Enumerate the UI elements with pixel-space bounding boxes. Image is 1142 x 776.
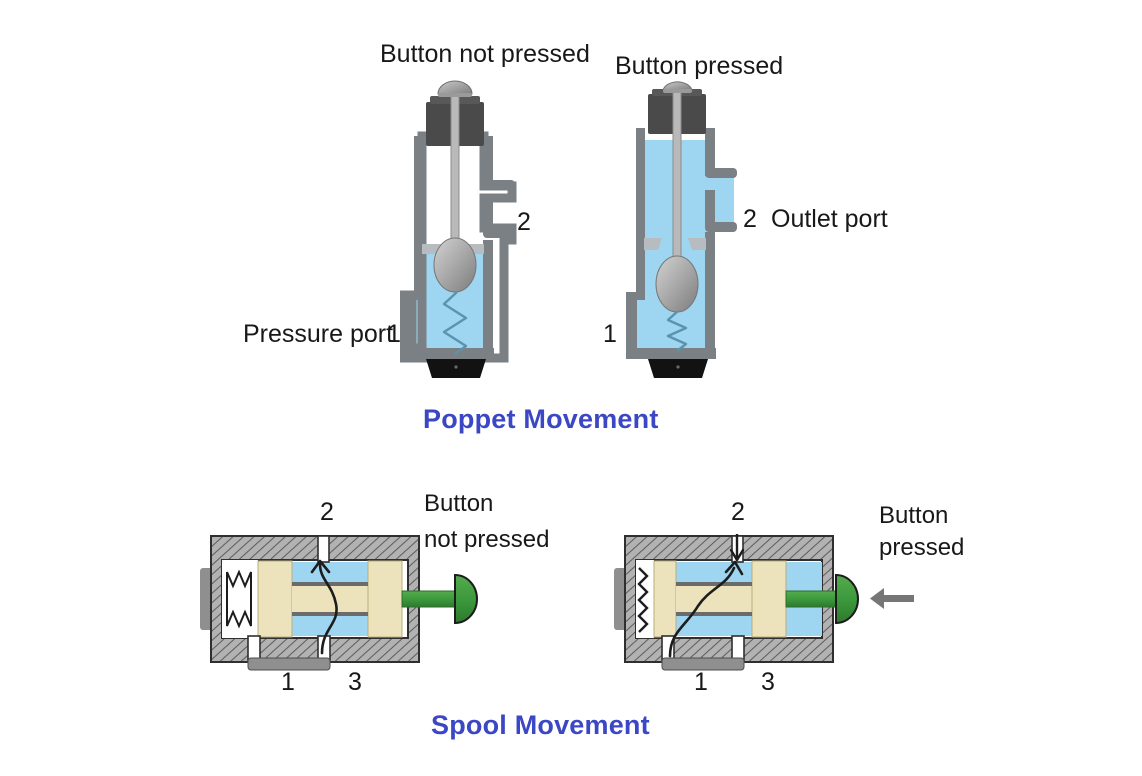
spool-right-fluid-lower — [676, 614, 752, 636]
spool-right-force-arrow-head — [870, 588, 884, 609]
poppet-left-wall-right-upper — [483, 136, 493, 188]
poppet-section-caption: Poppet Movement — [423, 404, 659, 434]
spool-right-port-manifold — [661, 657, 745, 671]
spool-right-port-top-label: 2 — [731, 498, 745, 526]
spool-left-port-bottom-right-label: 3 — [348, 668, 362, 696]
poppet-left-poppet-ball — [433, 237, 477, 293]
spool-left-land-2 — [367, 560, 403, 638]
poppet-right-seat-right — [688, 238, 706, 250]
poppet-right-seat-left — [644, 238, 662, 250]
spool-right-state-label-line1: Button — [879, 502, 949, 529]
spool-right-actuator-rod[interactable] — [785, 590, 839, 608]
spool-right-port-bottom-right-label: 3 — [761, 668, 775, 696]
poppet-right-wall-left — [636, 128, 645, 300]
poppet-right-stem — [672, 85, 682, 273]
spool-section-caption: Spool Movement — [431, 710, 650, 740]
spool-right-land-2 — [751, 560, 787, 638]
spool-right-flow-path-arrow — [668, 566, 736, 658]
spool-right-end-cap — [614, 568, 627, 630]
poppet-left-outlet-port-number: 2 — [517, 208, 531, 236]
poppet-left-outlet-stub-lower — [483, 228, 515, 238]
poppet-left-wall-step — [404, 292, 415, 358]
spool-left-land-1 — [257, 560, 293, 638]
spool-left-port-top-label: 2 — [320, 498, 334, 526]
poppet-right-wall-right-lower — [705, 232, 715, 352]
spool-left-flow-path-arrow — [318, 562, 338, 655]
poppet-left-stem — [450, 89, 460, 251]
poppet-left-push-button[interactable] — [437, 80, 473, 95]
poppet-right-base-dot — [676, 365, 680, 369]
spool-right-rod-lower — [676, 612, 752, 616]
spool-valve-left — [200, 528, 500, 678]
spool-right-port-bottom-left-label: 1 — [694, 668, 708, 696]
poppet-left-push-button-base[interactable] — [438, 93, 472, 97]
spool-left-port-manifold — [247, 657, 331, 671]
poppet-left-pressure-port-number: 1 — [387, 320, 401, 348]
poppet-left-base-dot — [454, 365, 458, 369]
poppet-right-wall-bottom — [626, 348, 716, 359]
spool-left-state-label-line2: not pressed — [424, 526, 550, 553]
spool-left-fluid-upper — [292, 562, 368, 584]
spool-left-port-bottom-left-label: 1 — [281, 668, 295, 696]
spool-left-push-button[interactable] — [454, 573, 478, 625]
poppet-left-state-label: Button not pressed — [380, 40, 590, 68]
poppet-right-outlet-port-label: Outlet port — [771, 205, 888, 233]
poppet-left-wall-right-mid — [483, 198, 493, 230]
spool-left-end-cap — [200, 568, 213, 630]
poppet-right-poppet-ball — [655, 255, 699, 313]
spool-right-flow-arrow-head — [724, 560, 744, 576]
poppet-left-outlet-stub-upper — [483, 180, 515, 190]
spool-left-rod-upper — [292, 582, 368, 586]
spool-left-rod-lower — [292, 612, 368, 616]
poppet-right-pressure-port-number: 1 — [603, 320, 617, 348]
spool-left-state-label-line1: Button — [424, 490, 494, 517]
poppet-right-push-button[interactable] — [662, 81, 693, 91]
poppet-right-wall-step — [626, 292, 637, 358]
poppet-right-spring — [666, 310, 688, 352]
spool-right-force-arrow-shaft — [884, 595, 914, 602]
poppet-left-wall-bottom — [404, 348, 494, 359]
spool-right-push-button[interactable] — [835, 573, 859, 625]
poppet-right-wall-right-mid — [705, 190, 715, 226]
poppet-right-outlet-port-number: 2 — [743, 205, 757, 233]
poppet-left-pressure-port-label: Pressure port — [243, 320, 394, 348]
poppet-right-state-label: Button pressed — [615, 52, 784, 80]
poppet-right-outlet-stub-upper — [705, 168, 737, 178]
spool-left-actuator-rod[interactable] — [401, 590, 458, 608]
spool-valve-right — [614, 528, 914, 678]
spool-left-spring — [226, 569, 252, 629]
poppet-valve-right — [622, 80, 782, 390]
poppet-left-spring — [442, 291, 468, 355]
spool-left-flow-arrow-head — [310, 559, 331, 574]
poppet-right-outlet-stub-lower — [705, 222, 737, 232]
spool-right-state-label-line2: pressed — [879, 534, 965, 561]
poppet-valve-left — [400, 80, 560, 390]
poppet-right-wall-right-upper — [705, 128, 715, 176]
poppet-left-wall-left — [414, 136, 423, 300]
spool-left-port-2-opening — [317, 535, 330, 563]
poppet-left-wall-right-lower — [483, 240, 493, 352]
spool-right-port-2-arrow-head — [729, 548, 745, 562]
poppet-right-push-button-base[interactable] — [663, 89, 692, 93]
spool-right-rod-upper — [676, 582, 752, 586]
spool-right-land-1 — [653, 560, 677, 638]
spool-right-spring — [637, 567, 649, 633]
